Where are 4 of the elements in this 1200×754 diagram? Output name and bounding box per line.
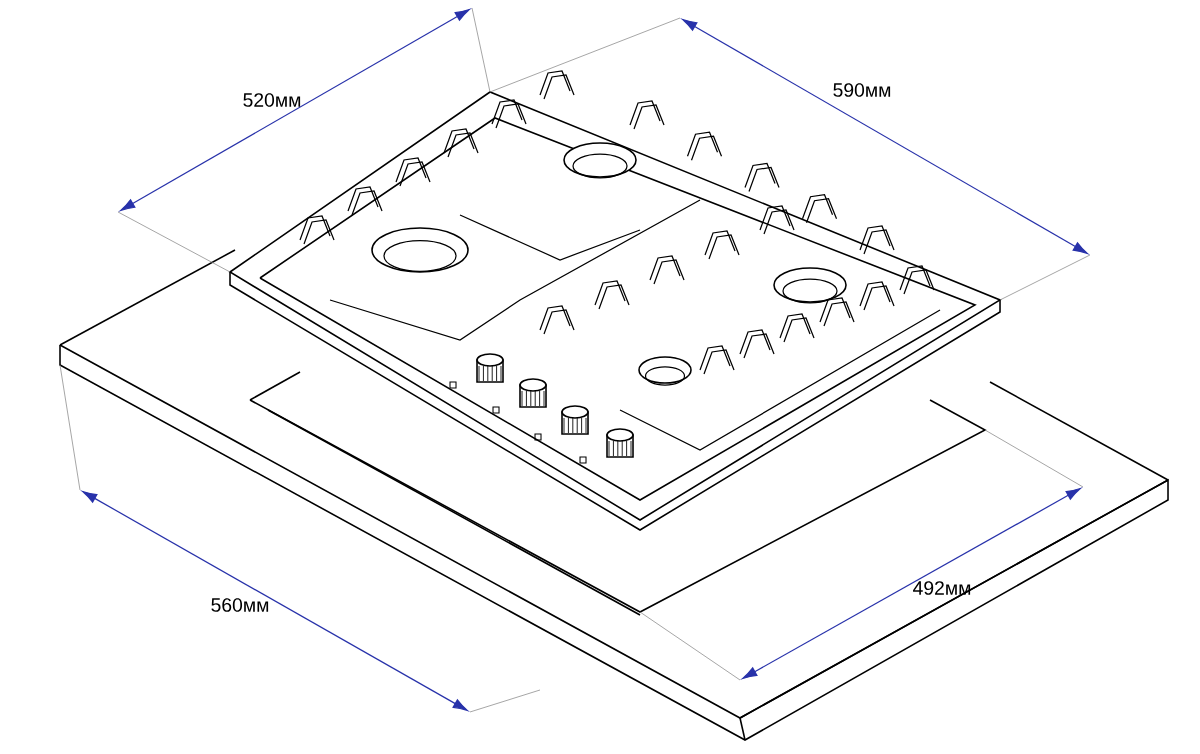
dimension-label: 492мм — [913, 581, 971, 595]
dimension-label: 560мм — [211, 598, 269, 612]
dimension-label: 520мм — [243, 93, 301, 107]
dimension-label: 590мм — [833, 83, 891, 97]
